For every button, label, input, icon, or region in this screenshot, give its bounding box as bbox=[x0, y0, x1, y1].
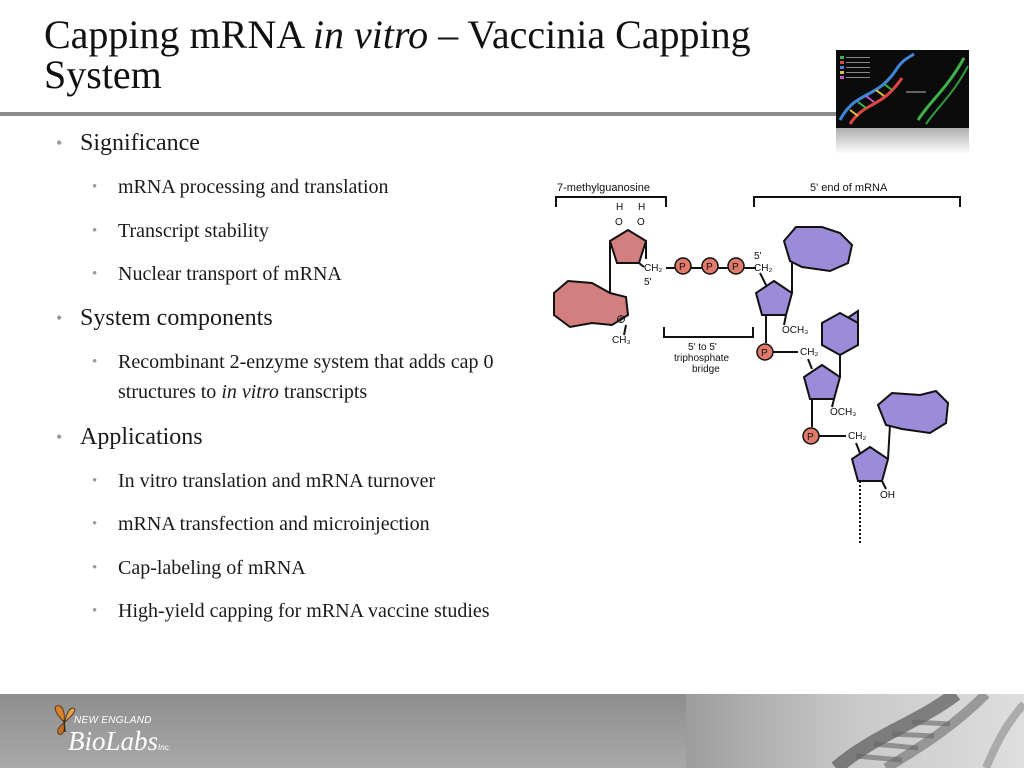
phosphate-2-label: P bbox=[706, 262, 713, 273]
phosphate-1 bbox=[674, 257, 692, 275]
bullet-marker: • bbox=[92, 223, 98, 239]
bracket-bridge bbox=[663, 327, 754, 338]
mrna-ribose-3 bbox=[850, 445, 890, 482]
title-divider bbox=[0, 112, 838, 116]
bullet-marker: • bbox=[92, 603, 98, 619]
label-h-left: H bbox=[616, 202, 623, 213]
label-o-right: O bbox=[637, 217, 645, 228]
sub-bullet: • Nuclear transport of mRNA bbox=[50, 259, 540, 289]
bullet-marker: • bbox=[92, 354, 98, 370]
label-ch3-base: CH₃ bbox=[612, 335, 631, 346]
methylguanine-base bbox=[553, 279, 630, 329]
label-bridge-line2: triphosphate bbox=[674, 353, 729, 364]
bullet-marker: • bbox=[56, 133, 63, 153]
phosphate-3-label: P bbox=[732, 262, 739, 273]
sub-bullet: • mRNA processing and translation bbox=[50, 172, 540, 202]
bullet-marker: • bbox=[92, 179, 98, 195]
sub-bullet: • High-yield capping for mRNA vaccine st… bbox=[50, 596, 540, 626]
bullet-marker: • bbox=[92, 516, 98, 532]
sub-bullet: • mRNA transfection and microinjection bbox=[50, 509, 540, 539]
sub-bullet: • Transcript stability bbox=[50, 216, 540, 246]
guanosine-ribose-ring bbox=[608, 228, 648, 264]
bullet-marker: • bbox=[92, 560, 98, 576]
label-ch2-mrna-2: CH₂ bbox=[800, 347, 818, 358]
label-bridge-line3: bridge bbox=[692, 364, 720, 375]
footer-dna-image bbox=[686, 694, 1024, 768]
bullet-system-components: • System components bbox=[56, 305, 273, 331]
phosphate-1-label: P bbox=[679, 262, 686, 273]
logo-inc: Inc. bbox=[158, 743, 171, 752]
label-och3-2: OCH₃ bbox=[830, 407, 856, 418]
logo-new-england: NEW ENGLAND bbox=[74, 715, 152, 726]
label-5prime-mrna: 5' bbox=[754, 251, 762, 262]
label-o-left: O bbox=[615, 217, 623, 228]
label-och3-1: OCH₃ bbox=[782, 325, 808, 336]
mrna-base-3 bbox=[876, 389, 950, 435]
slide-title: Capping mRNA in vitro – Vaccinia Capping… bbox=[44, 12, 751, 97]
mrna-ribose-1 bbox=[754, 279, 794, 316]
neb-logo: NEW ENGLAND BioLabsInc. bbox=[50, 702, 190, 760]
label-ch2-mrna-1: CH₂ bbox=[754, 263, 772, 274]
label-ch2-guanosine: CH₂ bbox=[644, 263, 662, 274]
mrna-base-2-ring bbox=[821, 311, 859, 357]
bullet-marker: • bbox=[56, 308, 63, 328]
label-oh: OH bbox=[880, 490, 895, 501]
label-positive-charge: ⊕ bbox=[616, 312, 626, 326]
thumbnail-reflection bbox=[836, 128, 969, 154]
footer-band: NEW ENGLAND BioLabsInc. bbox=[0, 694, 1024, 768]
bullet-marker: • bbox=[92, 266, 98, 282]
label-5prime-guanosine: 5' bbox=[644, 277, 652, 288]
bullet-content: • Significance • mRNA processing and tra… bbox=[50, 126, 540, 626]
sub-bullet: • Recombinant 2-enzyme system that adds … bbox=[50, 347, 540, 407]
phosphate-4-label: P bbox=[761, 348, 768, 359]
bullet-significance: • Significance bbox=[56, 130, 200, 156]
phosphate-5-label: P bbox=[807, 432, 814, 443]
bracket-mrna bbox=[753, 196, 961, 207]
mrna-base-1 bbox=[782, 226, 854, 273]
label-ch2-mrna-3: CH₂ bbox=[848, 431, 866, 442]
label-5-end-of-mrna: 5' end of mRNA bbox=[810, 182, 888, 194]
phosphate-3 bbox=[727, 257, 745, 275]
bullet-marker: • bbox=[56, 427, 63, 447]
sub-bullet: • Cap-labeling of mRNA bbox=[50, 553, 540, 583]
phosphate-2 bbox=[701, 257, 719, 275]
mrna-ribose-2 bbox=[802, 363, 842, 400]
bullet-marker: • bbox=[92, 473, 98, 489]
mrna-cap-structure-diagram: 7-methylguanosine 5' end of mRNA H H O O… bbox=[540, 175, 980, 550]
label-h-right: H bbox=[638, 202, 645, 213]
bullet-applications: • Applications bbox=[56, 424, 203, 450]
logo-biolabs: BioLabsInc. bbox=[68, 726, 171, 756]
label-7-methylguanosine: 7-methylguanosine bbox=[557, 182, 650, 194]
sub-bullet: • In vitro translation and mRNA turnover bbox=[50, 466, 540, 496]
label-bridge-line1: 5' to 5' bbox=[688, 342, 717, 353]
bracket-7mg bbox=[555, 196, 667, 207]
dna-transcription-thumbnail bbox=[836, 50, 969, 128]
